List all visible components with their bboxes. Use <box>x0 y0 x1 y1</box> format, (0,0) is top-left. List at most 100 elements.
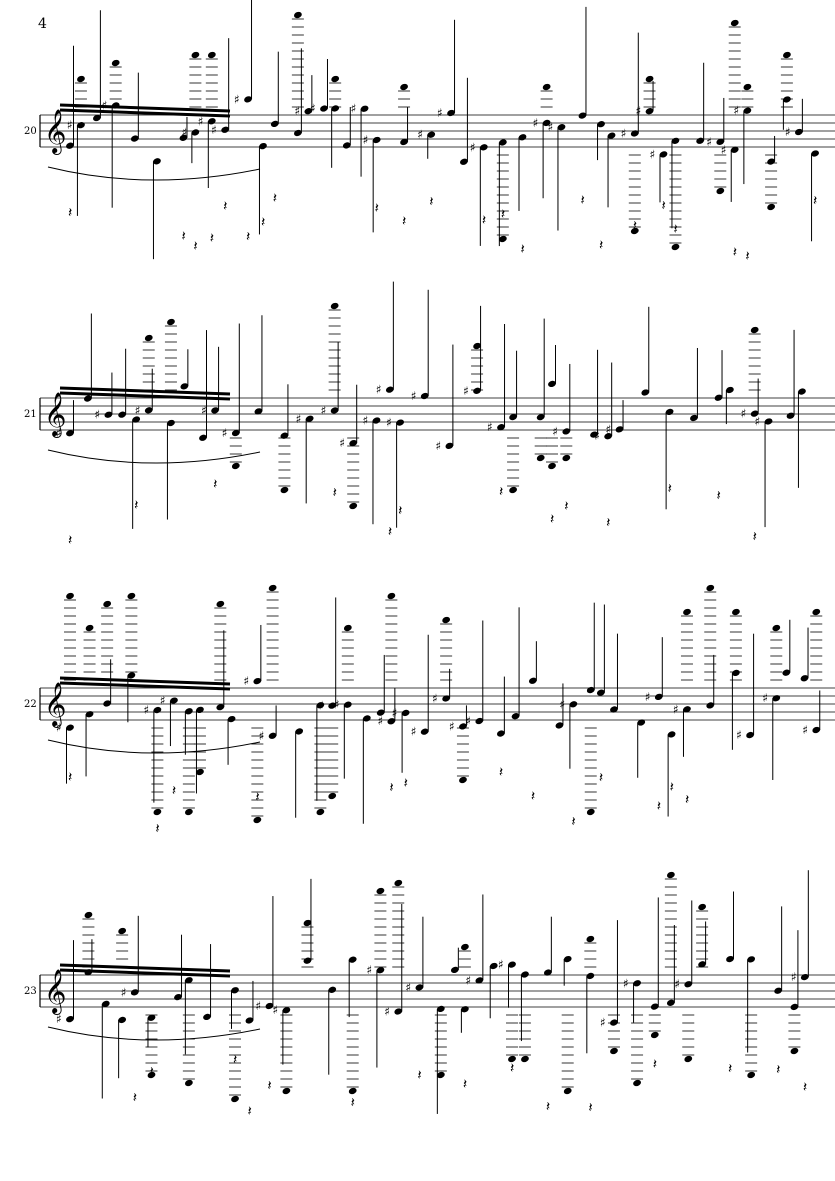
note-head <box>343 701 352 708</box>
sharp-sign: ♯ <box>733 104 739 118</box>
note-head <box>153 706 162 714</box>
sharp-sign: ♯ <box>405 980 411 994</box>
note-head <box>270 120 279 128</box>
note-head <box>184 708 193 715</box>
note-head <box>394 879 403 887</box>
beam <box>59 963 231 973</box>
sharp-sign: ♯ <box>67 118 73 132</box>
note-head <box>331 75 340 83</box>
slur <box>47 166 261 181</box>
note-head <box>730 146 739 153</box>
note-head <box>111 59 120 67</box>
sharp-sign: ♯ <box>465 714 471 728</box>
note-head <box>445 442 454 449</box>
note-head <box>607 132 616 139</box>
note-head <box>479 144 488 151</box>
rest-symbol: 𝄽 <box>482 213 486 229</box>
rest-symbol: 𝄽 <box>389 780 393 796</box>
rest-symbol: 𝄽 <box>375 201 379 217</box>
sharp-sign: ♯ <box>339 436 345 450</box>
note-head <box>563 955 572 963</box>
measure-number: 23 <box>24 986 37 997</box>
note-head <box>280 432 289 439</box>
note-head <box>645 75 654 83</box>
note-head <box>280 486 289 494</box>
sharp-sign: ♯ <box>437 106 443 120</box>
note-head <box>597 121 605 128</box>
note-head <box>630 227 639 235</box>
note-head <box>473 387 481 394</box>
note-head <box>536 454 545 462</box>
note-head <box>716 187 725 195</box>
note-head <box>683 608 691 616</box>
note-head <box>730 19 739 27</box>
note-head <box>725 386 734 394</box>
rest-symbol: 𝄽 <box>68 532 72 548</box>
rest-symbol: 𝄽 <box>402 213 406 229</box>
rest-symbol: 𝄽 <box>803 1079 807 1095</box>
note-head <box>548 380 556 388</box>
rest-symbol: 𝄽 <box>213 476 217 492</box>
note-head <box>394 1008 403 1015</box>
rest-symbol: 𝄽 <box>134 498 138 514</box>
note-head <box>812 726 821 734</box>
note-head <box>401 709 410 717</box>
sharp-sign: ♯ <box>310 102 316 116</box>
note-head <box>798 388 806 395</box>
note-head <box>66 142 74 149</box>
sharp-sign: ♯ <box>552 424 558 438</box>
note-head <box>800 675 809 682</box>
note-head <box>447 109 455 117</box>
rest-symbol: 𝄽 <box>388 524 392 540</box>
sharp-sign: ♯ <box>559 697 565 711</box>
note-head <box>630 130 639 137</box>
rest-symbol: 𝄽 <box>717 488 721 504</box>
rest-symbol: 𝄽 <box>429 194 433 210</box>
note-head <box>84 911 93 919</box>
sharp-sign: ♯ <box>56 1012 62 1026</box>
treble-clef: 𝄞 <box>44 682 66 728</box>
note-head <box>244 96 252 103</box>
note-head <box>498 139 507 146</box>
note-head <box>305 415 314 422</box>
note-head <box>578 112 587 119</box>
rest-symbol: 𝄽 <box>155 821 159 837</box>
note-head <box>191 51 200 59</box>
note-head <box>772 695 781 702</box>
note-head <box>385 386 394 393</box>
beam <box>59 108 231 118</box>
note-head <box>231 987 239 994</box>
note-head <box>245 1017 254 1024</box>
note-head <box>521 1055 529 1063</box>
note-head <box>786 412 795 419</box>
note-head <box>199 434 207 441</box>
note-head <box>615 426 624 433</box>
sharp-sign: ♯ <box>386 416 392 430</box>
sharp-sign: ♯ <box>636 104 642 118</box>
note-head <box>557 124 566 131</box>
sharp-sign: ♯ <box>56 426 62 440</box>
rest-symbol: 𝄽 <box>685 792 689 808</box>
note-head <box>349 502 358 510</box>
note-head <box>645 108 654 115</box>
sharp-sign: ♯ <box>135 403 141 417</box>
sharp-sign: ♯ <box>243 674 249 688</box>
note-head <box>153 808 162 816</box>
note-head <box>83 395 92 402</box>
sharp-sign: ♯ <box>533 116 539 130</box>
note-head <box>85 624 94 632</box>
sharp-sign: ♯ <box>736 728 742 742</box>
note-head <box>147 1014 156 1021</box>
rest-symbol: 𝄽 <box>404 775 408 791</box>
rest-symbol: 𝄽 <box>670 780 674 796</box>
rest-symbol: 𝄽 <box>668 481 672 497</box>
note-head <box>259 142 267 150</box>
sharp-sign: ♯ <box>121 985 127 999</box>
note-head <box>436 1005 445 1013</box>
note-head <box>103 600 112 608</box>
note-head <box>101 1000 110 1008</box>
sharp-sign: ♯ <box>296 412 302 426</box>
note-head <box>569 701 578 708</box>
note-head <box>650 1003 659 1010</box>
